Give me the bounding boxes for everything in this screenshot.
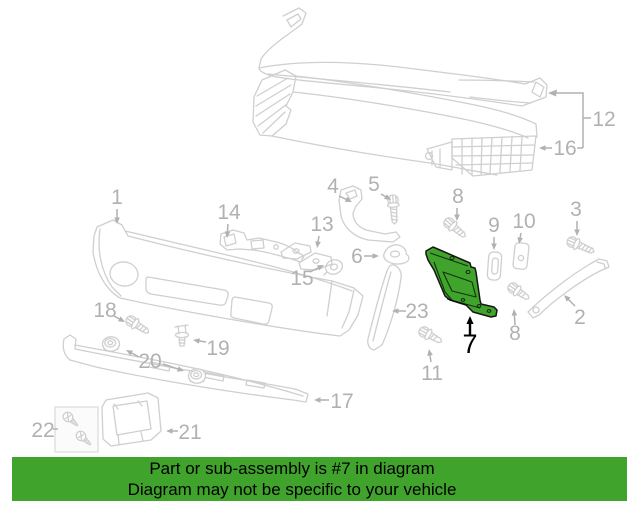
- callout-21-21: 21: [178, 421, 201, 444]
- callout-13-2: 13: [310, 213, 333, 236]
- callout-8-15: 8: [509, 322, 521, 345]
- callout-3-8: 3: [570, 198, 582, 221]
- callout-22-22: 22: [31, 419, 54, 442]
- callout-16-10: 16: [553, 137, 576, 160]
- part-lower-bumper-cover: [252, 69, 538, 177]
- callout-23-13: 23: [405, 300, 428, 323]
- part-corner-bracket: [338, 185, 401, 243]
- part-bumper-face-bar: [92, 219, 364, 337]
- part-support-bar: [527, 258, 610, 319]
- callout-12-9: 12: [592, 108, 615, 131]
- callout-10-7: 10: [512, 210, 535, 233]
- callout-bracket-lines: [53, 89, 591, 430]
- part-stud-19: [174, 324, 190, 347]
- callout-5-4: 5: [368, 173, 380, 196]
- highlighted-part-7: [425, 246, 498, 318]
- callout-17-20: 17: [330, 390, 353, 413]
- part-clip-6: [383, 244, 410, 265]
- callout-1: 1: [111, 186, 123, 209]
- part-line-art: [54, 7, 610, 453]
- callout-4-3: 4: [327, 175, 339, 198]
- callout-8-5: 8: [452, 185, 464, 208]
- part-license-bracket: [101, 392, 162, 447]
- banner-line1: Part or sub-assembly is #7 in diagram: [149, 459, 435, 478]
- part-grommet: [323, 259, 343, 276]
- callout-15-11: 15: [290, 267, 313, 290]
- part-hardware-box: [54, 406, 99, 453]
- callout-19-18: 19: [206, 337, 229, 360]
- banner-line2: Diagram may not be specific to your vehi…: [127, 480, 457, 499]
- part-upper-bumper-cover: [258, 7, 548, 107]
- callout-6-12: 6: [351, 245, 363, 268]
- part-hardware-fasteners: [62, 194, 595, 446]
- part-valance: [62, 334, 309, 403]
- part-end-trim: [367, 264, 402, 351]
- callout-7-23: 7: [462, 329, 477, 359]
- callout-9-6: 9: [488, 214, 500, 237]
- callout-layer: 1 14 13 4 5 8 9 10 3 12 16 15 6 23 2 8 11 18 19 20 17 21 22 7: [31, 108, 615, 444]
- callout-11-16: 11: [421, 362, 443, 385]
- highlight-banner: Part or sub-assembly is #7 in diagram Di…: [12, 457, 627, 501]
- part-clip-10: [512, 242, 530, 270]
- callout-20-19: 20: [138, 350, 161, 373]
- callout-18-17: 18: [93, 299, 116, 322]
- part-plates: [280, 242, 333, 271]
- part-clip-9: [486, 251, 503, 281]
- callout-14-1: 14: [217, 201, 241, 224]
- callout-2-14: 2: [574, 306, 586, 329]
